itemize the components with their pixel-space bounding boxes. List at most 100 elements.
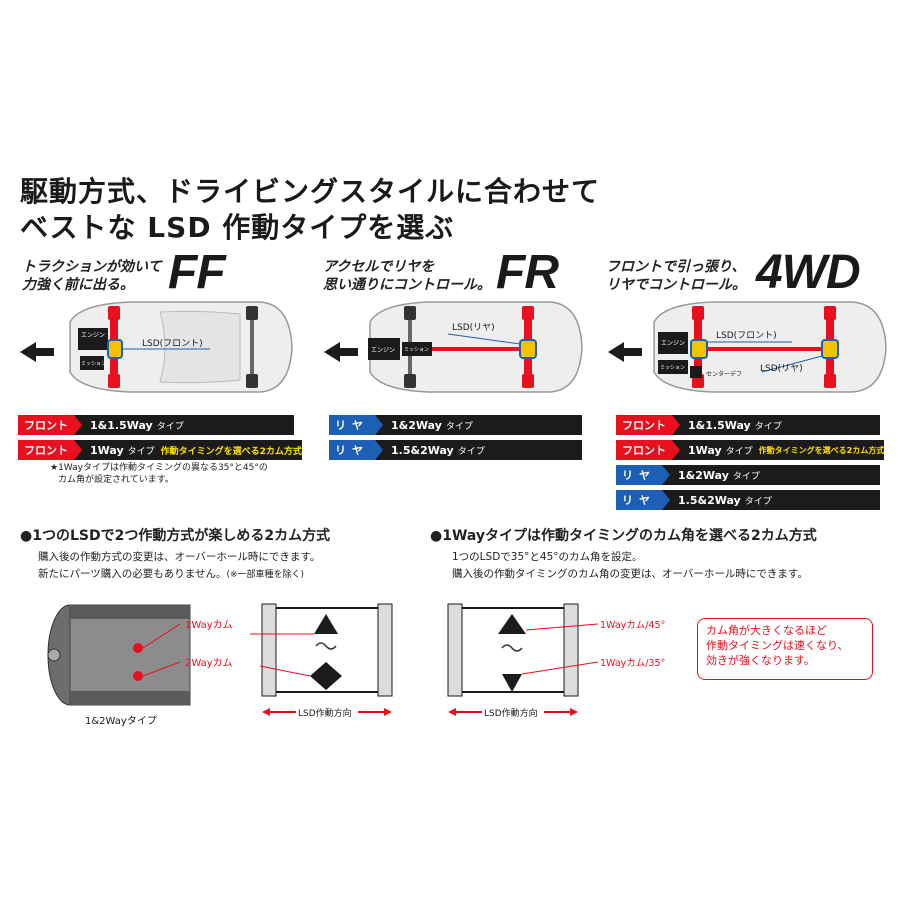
fr-lead-2: 思い通りにコントロール。	[323, 277, 491, 293]
fr-wheel-rr	[522, 374, 534, 388]
callout-line-1: カム角が大きくなるほど	[706, 624, 827, 637]
page-title-line2: ベストな LSD 作動タイプを選ぶ	[20, 211, 455, 244]
awd-wheel-rr	[824, 374, 836, 388]
right-cam-45-shape	[498, 614, 526, 634]
awd-tag-2-highlight: 作動タイミングを選べる2カム方式	[758, 445, 885, 455]
right-direction-label: LSD作動方向	[484, 707, 538, 719]
ff-wheel-fl	[108, 306, 120, 320]
ff-cabin	[159, 310, 241, 384]
ff-lsd-marker	[107, 339, 123, 359]
ff-lead-1: トラクションが効いて	[22, 259, 162, 275]
left-lsd-illustration: 1Wayカム 2Wayカム 1&2Wayタイプ LSD作動方向	[47, 603, 393, 727]
ff-engine-text: エンジン	[81, 332, 105, 339]
section-left-desc-2-note: (※一部車種を除く)	[226, 570, 305, 580]
ff-lsd-label: LSD(フロント)	[142, 339, 203, 349]
section-right-desc-2: 購入後の作動タイミングのカム角の変更は、オーバーホール時にできます。	[452, 568, 808, 580]
right-cam-35-shape	[502, 674, 522, 692]
fr-mission-text: ミッション	[404, 347, 429, 353]
awd-tag-4-label: リヤ	[616, 490, 670, 510]
ff-tag-1-small: タイプ	[156, 421, 184, 432]
ff-lead-2: 力強く前に出る。	[22, 277, 134, 293]
ff-tag-2-label: フロント	[18, 440, 82, 460]
fr-lsd-label: LSD(リヤ)	[452, 323, 495, 333]
cam-angle-callout: カム角が大きくなるほど 作動タイミングは速くなり、 効きが強くなります。	[697, 618, 873, 680]
right-cam-illustration: 1Wayカム/45° 1Wayカム/35° LSD作動方向	[447, 603, 665, 719]
left-cam-1way-shape	[314, 614, 338, 634]
awd-engine-block	[658, 332, 688, 354]
awd-mission-block	[658, 360, 688, 374]
fr-tag-1-small: タイプ	[445, 421, 473, 432]
fr-wheel-fr	[404, 374, 416, 388]
left-cam1-label: 1Wayカム	[185, 619, 233, 631]
awd-direction-arrow-icon	[608, 342, 642, 362]
fr-tag-2-label: リヤ	[329, 440, 383, 460]
fr-lsd-marker	[519, 339, 537, 359]
awd-tag-3-small: タイプ	[732, 471, 760, 482]
awd-propeller-shaft	[698, 347, 828, 351]
ff-big-label: FF	[168, 246, 226, 299]
ff-tag-2-small: タイプ	[127, 446, 155, 457]
ff-car-diagram: エンジン ミッション LSD(フロント)	[20, 301, 293, 393]
fr-direction-arrow-icon	[324, 342, 358, 362]
fr-engine-text: エンジン	[371, 347, 395, 354]
fr-car-diagram: エンジン ミッション LSD(リヤ)	[324, 301, 583, 393]
awd-center-diff-block	[690, 366, 702, 378]
fr-mission-block	[402, 342, 432, 356]
callout-line-3: 効きが強くなります。	[706, 654, 815, 667]
awd-engine-text: エンジン	[661, 340, 685, 347]
left-cam-2way-shape	[310, 662, 342, 690]
ff-tag-2-highlight: 作動タイミングを選べる2カム方式	[160, 446, 302, 457]
awd-lsd-front-label: LSD(フロント)	[716, 331, 777, 341]
fr-wheel-fl	[404, 306, 416, 320]
awd-tag-1-value: 1&1.5Way	[688, 418, 751, 432]
ff-mission-text: ミッション	[81, 361, 106, 367]
fr-tag-2-small: タイプ	[457, 446, 485, 457]
ff-wheel-rr	[246, 374, 258, 388]
section-right-desc-1: 1つのLSDで35°と45°のカム角を設定。	[452, 551, 643, 563]
awd-tag-1-label: フロント	[616, 415, 680, 435]
awd-wheel-rl	[824, 306, 836, 320]
awd-lead-2: リヤでコントロール。	[606, 277, 746, 293]
awd-tag-3-label: リヤ	[616, 465, 670, 485]
right-cam1-label: 1Wayカム/45°	[600, 620, 665, 631]
section-left-desc-1: 購入後の作動方式の変更は、オーバーホール時にできます。	[38, 551, 321, 563]
awd-big-label: 4WD	[756, 246, 861, 299]
lsd-photo-body	[69, 604, 191, 706]
awd-mission-text: ミッション	[660, 365, 685, 371]
ff-note-1: ★1Wayタイプは作動タイミングの異なる35°と45°の	[50, 463, 268, 473]
fr-wheel-rl	[522, 306, 534, 320]
right-cam2-label: 1Wayカム/35°	[600, 658, 665, 669]
awd-lead-1: フロントで引っ張り、	[606, 259, 746, 275]
left-photo-caption: 1&2Wayタイプ	[85, 715, 157, 727]
fr-lead-1: アクセルでリヤを	[323, 259, 435, 275]
section-left-desc-2: 新たにパーツ購入の必要もありません。(※一部車種を除く)	[38, 566, 304, 584]
page-title-line1: 駆動方式、ドライビングスタイルに合わせて	[20, 175, 601, 208]
awd-lsd-rear-label: LSD(リヤ)	[760, 364, 803, 374]
lsd-photo-cam1-dot	[133, 643, 143, 653]
awd-tag-4-small: タイプ	[744, 496, 772, 507]
awd-lsd-front-marker	[690, 339, 708, 359]
left-direction-label: LSD作動方向	[298, 707, 352, 719]
fr-propeller-shaft	[432, 347, 522, 351]
awd-car-diagram: エンジン ミッション センターデフ LSD(フロント) LSD(リヤ)	[608, 301, 887, 393]
section-left-heading: ●1つのLSDで2つ作動方式が楽しめる2カム方式	[20, 528, 331, 544]
ff-wheel-rl	[246, 306, 258, 320]
awd-tag-2-value: 1Way	[688, 443, 722, 457]
callout-line-2: 作動タイミングは速くなり、	[706, 639, 849, 652]
ff-engine-block	[78, 328, 108, 350]
awd-tag-4-value: 1.5&2Way	[678, 493, 741, 507]
awd-lsd-rear-marker	[821, 339, 839, 359]
ff-mission-block	[80, 356, 104, 370]
fr-big-label: FR	[496, 246, 559, 299]
fr-tag-2-value: 1.5&2Way	[391, 443, 454, 457]
fr-engine-block	[368, 338, 400, 360]
awd-tag-2-small: タイプ	[725, 446, 753, 457]
ff-wheel-fr	[108, 374, 120, 388]
